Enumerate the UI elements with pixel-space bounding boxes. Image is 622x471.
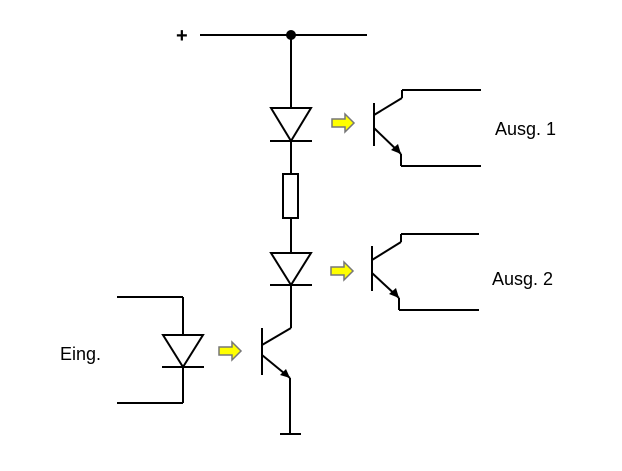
transistor-output-1: [373, 89, 481, 167]
resistor: [282, 173, 299, 219]
output-1-label: Ausg. 1: [495, 119, 556, 139]
input-label: Eing.: [60, 344, 101, 364]
led-input: [117, 296, 205, 404]
series-chain: [269, 35, 313, 328]
supply-rail: [200, 30, 367, 40]
output-2-label: Ausg. 2: [492, 269, 553, 289]
light-arrow-upper: [331, 112, 356, 134]
transistor-output-2: [371, 233, 479, 311]
light-arrow-lower: [330, 260, 355, 282]
led-lower: [269, 252, 313, 287]
light-arrow-input: [218, 340, 243, 362]
plus-label: +: [176, 25, 188, 47]
transistor-input: [261, 327, 301, 435]
led-upper: [269, 107, 313, 143]
